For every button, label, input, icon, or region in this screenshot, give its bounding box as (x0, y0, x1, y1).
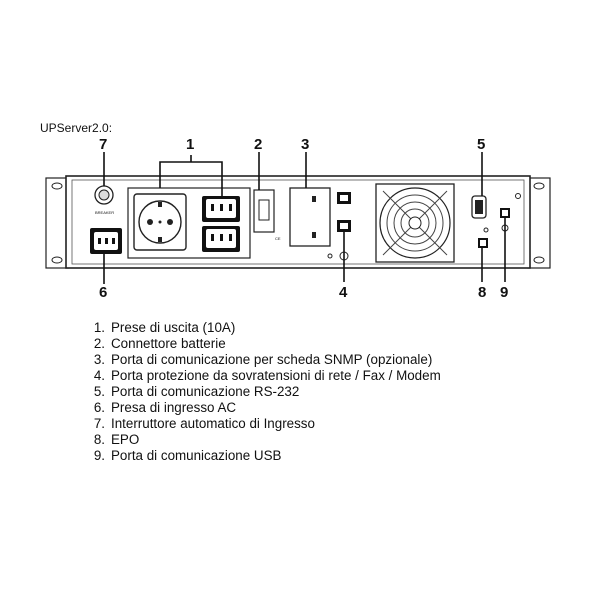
callout-4: 4 (339, 284, 348, 301)
svg-text:CE: CE (275, 236, 281, 241)
legend-item: 5.Porta di comunicazione RS-232 (93, 384, 300, 399)
rs232-port (471, 195, 487, 219)
component-legend: 1.Prese di uscita (10A) 2.Connettore bat… (80, 320, 441, 464)
legend-item: 3.Porta di comunicazione per scheda SNMP… (93, 352, 433, 367)
network-surge-ports (327, 192, 351, 261)
output-sockets-block (127, 187, 251, 259)
legend-item: 1.Prese di uscita (10A) (93, 320, 236, 335)
callout-leaders (103, 152, 506, 284)
callout-1: 1 (186, 136, 194, 153)
legend-item: 6.Presa di ingresso AC (93, 400, 237, 415)
callout-3: 3 (301, 136, 309, 153)
cooling-fan (375, 183, 455, 263)
callout-5: 5 (477, 136, 485, 153)
epo-port (478, 227, 489, 248)
breaker-label: BREAKER (95, 210, 114, 215)
input-breaker: BREAKER (94, 185, 114, 215)
legend-item: 2.Connettore batterie (93, 336, 226, 351)
legend-item: 7.Interruttore automatico di Ingresso (93, 416, 315, 431)
legend-item: 9.Porta di comunicazione USB (93, 448, 282, 463)
battery-connector: CE (253, 189, 281, 241)
callout-2: 2 (254, 136, 262, 153)
callout-9: 9 (500, 284, 508, 301)
diagram-title: UPServer2.0: (40, 121, 113, 135)
ups-rear-panel-diagram: BREAKER (45, 136, 551, 301)
iec-output-socket-top (202, 196, 240, 222)
callout-8: 8 (478, 284, 486, 301)
left-rack-ear (45, 177, 69, 269)
legend-item: 8.EPO (93, 432, 140, 447)
iec-output-socket-bottom (202, 226, 240, 252)
callout-6: 6 (99, 284, 107, 301)
ac-input-socket (90, 228, 122, 254)
schuko-socket (133, 193, 187, 251)
legend-item: 4.Porta protezione da sovratensioni di r… (93, 368, 441, 383)
callout-7: 7 (99, 136, 107, 153)
right-rack-ear (527, 177, 551, 269)
snmp-slot (289, 187, 331, 247)
